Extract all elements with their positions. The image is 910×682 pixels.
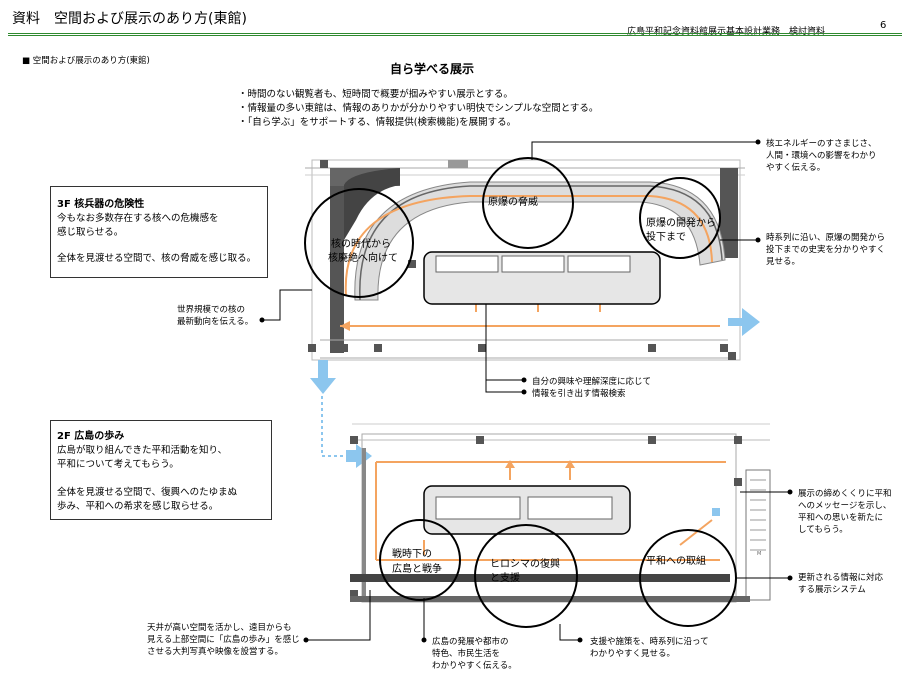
floor2-title: 2F 広島の歩み	[57, 431, 125, 442]
svg-text:M: M	[757, 551, 761, 557]
floor-plan-3f	[304, 157, 760, 361]
note-nuclear-energy: 核エネルギーのすさまじさ、人間・環境への影響をわかりやすく伝える。	[766, 139, 877, 173]
floor2-text: 歩み、平和への希求を感じ取らせる。	[57, 501, 219, 512]
circle-label-peace: 平和への取組	[646, 556, 706, 567]
circle-label-nuclear-age: 核の時代から	[331, 239, 391, 250]
note-world-trend: 世界規模での核の最新動向を伝える。	[177, 305, 254, 327]
page-number: 6	[880, 20, 887, 31]
floor2-text: 広島が取り組んできた平和活動を知り、	[57, 445, 228, 456]
bullet-item: ・時間のない観覧者も、短時間で概要が掴みやすい展示とする。	[238, 89, 513, 100]
document-subtitle: 広島平和記念資料館展示基本設計業務 検討資料	[627, 27, 826, 37]
circle-label-threat: 原爆の脅威	[488, 197, 538, 208]
floor-plan-2f: M	[350, 423, 771, 628]
bullet-item: ・「自ら学ぶ」をサポートする、情報提供(検索機能)を展開する。	[238, 117, 517, 128]
note-search: 自分の興味や理解深度に応じて情報を引き出す情報検索	[532, 377, 652, 399]
floor3-description-box: 3F 核兵器の危険性 今もなお多数存在する核への危機感を 感じ取らせる。 全体を…	[50, 186, 268, 278]
circle-label-reconstruction: ヒロシマの復興	[490, 559, 560, 570]
header-divider-secondary	[8, 35, 902, 36]
header-divider	[8, 33, 902, 34]
floor2-description-box: 2F 広島の歩み 広島が取り組んできた平和活動を知り、 平和について考えてもらう…	[50, 420, 272, 520]
circle-label-development: 原爆の開発から	[646, 218, 716, 229]
circle-label-development: 投下まで	[646, 232, 686, 243]
main-heading: 自ら学べる展示	[390, 62, 475, 76]
floor2-text: 平和について考えてもらう。	[57, 459, 179, 470]
page-title: 資料 空間および展示のあり方(東館)	[12, 11, 247, 27]
circle-label-war: 戦時下の	[392, 549, 432, 560]
section-label: ■ 空間および展示のあり方(東館)	[22, 56, 150, 66]
circle-label-nuclear-age: 核廃絶へ向けて	[328, 253, 398, 264]
circle-label-reconstruction: と支援	[490, 573, 520, 584]
note-ceiling: 天井が高い空間を活かし、遠目からも見える上部空間に「広島の歩み」を感じさせる大判…	[147, 623, 300, 657]
floor3-text: 今もなお多数存在する核への危機感を	[57, 213, 219, 224]
floor2-text: 全体を見渡せる空間で、復興へのたゆまぬ	[57, 487, 238, 498]
floor3-title: 3F 核兵器の危険性	[57, 199, 145, 210]
note-support: 支援や施策を、時系列に沿ってわかりやすく見せる。	[590, 637, 709, 659]
note-updates: 更新される情報に対応する展示システム	[798, 573, 884, 595]
note-city: 広島の発展や都市の特色、市民生活をわかりやすく伝える。	[432, 637, 517, 671]
bullet-item: ・情報量の多い東館は、情報のありかが分かりやすい明快でシンプルな空間とする。	[238, 103, 599, 114]
note-message: 展示の締めくくりに平和へのメッセージを示し、平和への思いを新たにしてもらう。	[798, 489, 892, 535]
circle-label-war: 広島と戦争	[392, 564, 442, 575]
floor3-text: 感じ取らせる。	[57, 227, 124, 238]
floor3-text: 全体を見渡せる空間で、核の脅威を感じ取る。	[57, 253, 257, 264]
note-timeline: 時系列に沿い、原爆の開発から投下までの史実を分かりやすく見せる。	[766, 233, 886, 267]
